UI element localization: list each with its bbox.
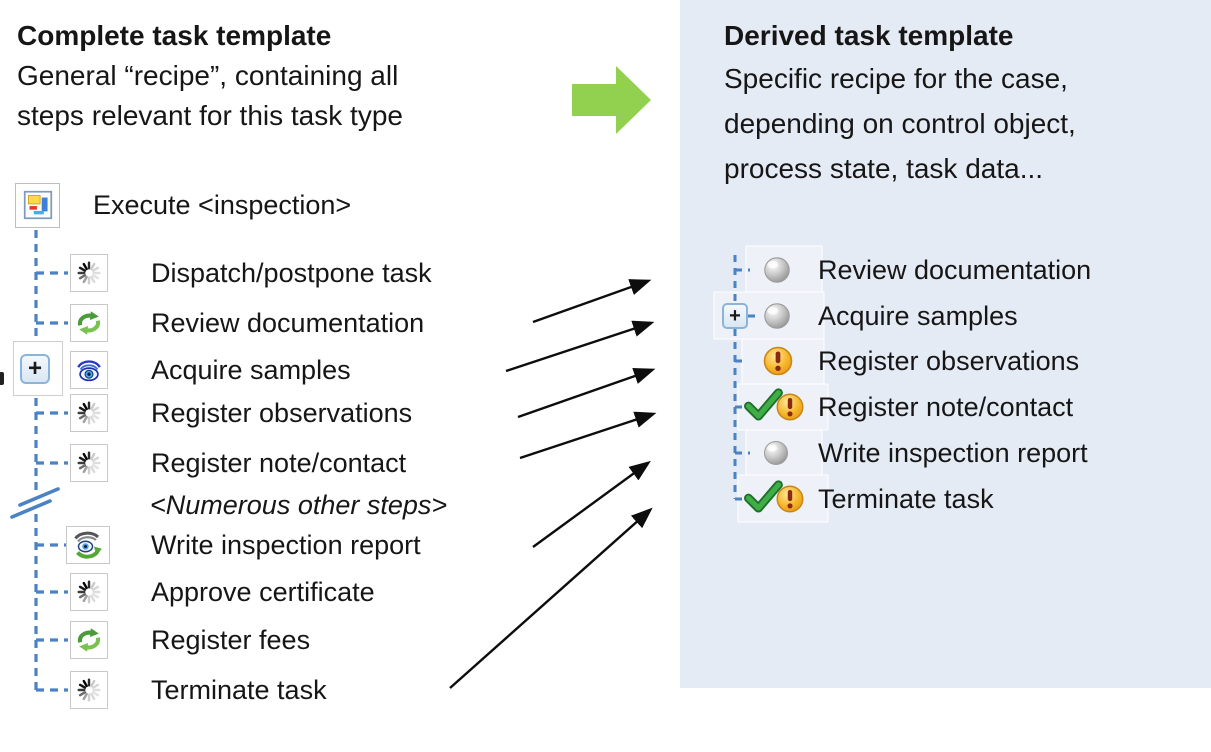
tree-item-label: Dispatch/postpone task xyxy=(151,257,432,288)
tree-item-label: Acquire samples xyxy=(151,354,351,385)
right-subtitle-line: Specific recipe for the case, xyxy=(724,63,1068,94)
tree-root-item[interactable]: Execute <inspection> xyxy=(15,182,352,228)
tree-item-label: Execute <inspection> xyxy=(93,189,352,220)
tree-item-label: Terminate task xyxy=(818,483,994,514)
tree-item-label: Approve certificate xyxy=(151,576,375,607)
tree-item-label: Register observations xyxy=(818,345,1080,376)
tree-item[interactable]: Register note/contact xyxy=(70,443,406,483)
eye-review-icon xyxy=(66,526,110,564)
tree-item[interactable]: Review documentation xyxy=(70,303,424,343)
line-break-mark xyxy=(10,487,60,519)
tree-item-label: Review documentation xyxy=(151,307,425,338)
tree-item[interactable]: Register observations xyxy=(744,341,1079,381)
tree-item[interactable]: Acquire samples xyxy=(744,296,1018,336)
sync-arrows-icon xyxy=(70,304,108,342)
gray-sphere-icon xyxy=(744,253,802,287)
tree-item[interactable]: Register observations xyxy=(70,393,412,433)
tree-item-label: Write inspection report xyxy=(818,437,1088,468)
tree-item-label: Terminate task xyxy=(151,674,327,705)
spinner-icon xyxy=(70,573,108,611)
transform-arrow-icon xyxy=(572,66,651,134)
tree-item-omitted-steps: <Numerous other steps> xyxy=(150,485,447,525)
gray-sphere-icon xyxy=(744,299,802,333)
expand-plus-icon[interactable]: + xyxy=(20,354,50,384)
spinner-icon xyxy=(70,671,108,709)
tree-item[interactable]: Write inspection report xyxy=(66,525,421,565)
warning-ball-icon xyxy=(744,343,802,379)
check-warning-icon xyxy=(744,479,802,519)
check-warning-icon xyxy=(744,387,802,427)
sync-arrows-icon xyxy=(70,621,108,659)
left-title: Complete task template xyxy=(17,20,332,51)
left-tree-lines xyxy=(34,230,68,692)
tree-item-label: Register note/contact xyxy=(151,447,407,478)
mapping-arrows xyxy=(449,279,657,689)
spinner-icon xyxy=(70,254,108,292)
gray-sphere-icon xyxy=(744,437,802,469)
right-header: Derived task template Specific recipe fo… xyxy=(724,16,1076,191)
tree-item[interactable]: Write inspection report xyxy=(744,433,1088,473)
left-header: Complete task template General “recipe”,… xyxy=(17,16,403,136)
right-subtitle-line: depending on control object, xyxy=(724,108,1076,139)
spinner-icon xyxy=(70,444,108,482)
left-subtitle-line: General “recipe”, containing all xyxy=(17,60,399,91)
task-template-icon xyxy=(15,182,60,228)
tree-item[interactable]: Register fees xyxy=(70,620,310,660)
tree-item[interactable]: Terminate task xyxy=(70,670,327,710)
right-title: Derived task template xyxy=(724,20,1014,51)
tree-item-label: Acquire samples xyxy=(818,300,1018,331)
check-icon xyxy=(744,387,784,423)
tree-item-label: Register note/contact xyxy=(818,391,1074,422)
left-subtitle-line: steps relevant for this task type xyxy=(17,100,403,131)
tree-item[interactable]: Acquire samples xyxy=(70,350,351,390)
expand-plus-icon[interactable]: + xyxy=(722,303,748,329)
check-icon xyxy=(744,479,784,515)
eye-icon xyxy=(70,351,108,389)
right-subtitle-line: process state, task data... xyxy=(724,153,1044,184)
edge-artifact xyxy=(0,372,4,385)
tree-item-label: <Numerous other steps> xyxy=(150,489,448,520)
tree-item[interactable]: Review documentation xyxy=(744,250,1091,290)
tree-item-label: Register fees xyxy=(151,624,311,655)
tree-item-label: Write inspection report xyxy=(151,529,421,560)
tree-item[interactable]: Terminate task xyxy=(744,479,994,519)
tree-item[interactable]: Approve certificate xyxy=(70,572,375,612)
tree-item-label: Review documentation xyxy=(818,254,1092,285)
tree-item[interactable]: Dispatch/postpone task xyxy=(70,253,432,293)
spinner-icon xyxy=(70,394,108,432)
tree-item[interactable]: Register note/contact xyxy=(744,387,1073,427)
tree-item-label: Register observations xyxy=(151,397,413,428)
